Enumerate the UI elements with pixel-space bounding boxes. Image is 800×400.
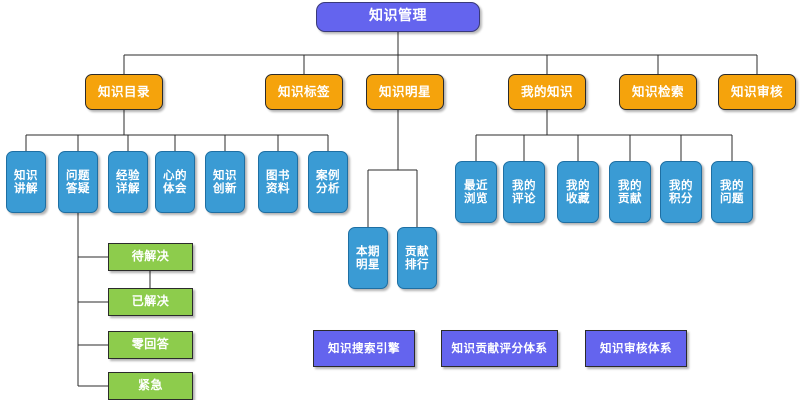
node-root[interactable]: 知识管理: [316, 2, 480, 32]
node-label: 我的知识: [520, 84, 573, 99]
node-label: 知识审核体系: [600, 341, 672, 356]
node-status-pending[interactable]: 待解决: [108, 243, 193, 271]
node-leaf-qa[interactable]: 问题 答疑: [58, 151, 98, 213]
node-sys-audit[interactable]: 知识审核体系: [585, 330, 687, 367]
node-label: 紧急: [137, 378, 163, 393]
node-label: 我的 积分: [669, 178, 693, 205]
node-label: 知识目录: [97, 84, 150, 99]
node-leaf-feel[interactable]: 心的 体会: [155, 151, 195, 213]
node-cat-catalog[interactable]: 知识目录: [85, 74, 163, 110]
node-label: 知识管理: [369, 8, 427, 25]
node-mine-fav[interactable]: 我的 收藏: [557, 161, 599, 223]
node-label: 知识 讲解: [14, 168, 38, 195]
node-cat-audit[interactable]: 知识审核: [718, 74, 796, 110]
node-cat-mine[interactable]: 我的知识: [508, 74, 586, 110]
node-leaf-exp[interactable]: 经验 详解: [108, 151, 148, 213]
node-cat-tag[interactable]: 知识标签: [265, 74, 343, 110]
node-label: 我的 评论: [512, 178, 536, 205]
node-label: 知识标签: [277, 84, 330, 99]
node-label: 最近 浏览: [464, 178, 488, 205]
node-leaf-explain[interactable]: 知识 讲解: [6, 151, 46, 213]
node-label: 本期 明星: [356, 244, 380, 271]
node-label: 经验 详解: [116, 168, 140, 195]
node-star-rank[interactable]: 贡献 排行: [397, 227, 437, 289]
node-label: 案例 分析: [316, 168, 340, 195]
node-mine-recent[interactable]: 最近 浏览: [455, 161, 497, 223]
node-label: 知识检索: [631, 84, 684, 99]
node-label: 心的 体会: [163, 168, 187, 195]
node-label: 知识搜索引擎: [328, 341, 400, 356]
node-label: 已解决: [131, 294, 170, 309]
node-label: 贡献 排行: [405, 244, 429, 271]
node-label: 我的 贡献: [618, 178, 642, 205]
node-label: 我的 问题: [720, 178, 744, 205]
node-label: 待解决: [131, 249, 170, 264]
node-mine-problem[interactable]: 我的 问题: [711, 161, 753, 223]
node-mine-comment[interactable]: 我的 评论: [503, 161, 545, 223]
node-label: 知识明星: [378, 84, 431, 99]
node-sys-score[interactable]: 知识贡献评分体系: [441, 330, 558, 367]
node-leaf-books[interactable]: 图书 资料: [258, 151, 298, 213]
node-star-current[interactable]: 本期 明星: [348, 227, 388, 289]
node-mine-contrib[interactable]: 我的 贡献: [609, 161, 651, 223]
node-label: 知识审核: [730, 84, 783, 99]
node-label: 我的 收藏: [566, 178, 590, 205]
node-leaf-innovate[interactable]: 知识 创新: [205, 151, 245, 213]
node-mine-points[interactable]: 我的 积分: [660, 161, 702, 223]
node-status-noanswer[interactable]: 零回答: [108, 331, 193, 359]
node-label: 知识贡献评分体系: [451, 341, 548, 356]
node-status-urgent[interactable]: 紧急: [108, 372, 193, 400]
node-sys-search[interactable]: 知识搜索引擎: [313, 330, 415, 367]
node-label: 零回答: [131, 337, 170, 352]
node-label: 问题 答疑: [66, 168, 90, 195]
node-label: 图书 资料: [266, 168, 290, 195]
node-leaf-case[interactable]: 案例 分析: [308, 151, 348, 213]
node-status-solved[interactable]: 已解决: [108, 288, 193, 316]
node-cat-search[interactable]: 知识检索: [619, 74, 697, 110]
node-cat-star[interactable]: 知识明星: [366, 74, 444, 110]
node-label: 知识 创新: [213, 168, 237, 195]
